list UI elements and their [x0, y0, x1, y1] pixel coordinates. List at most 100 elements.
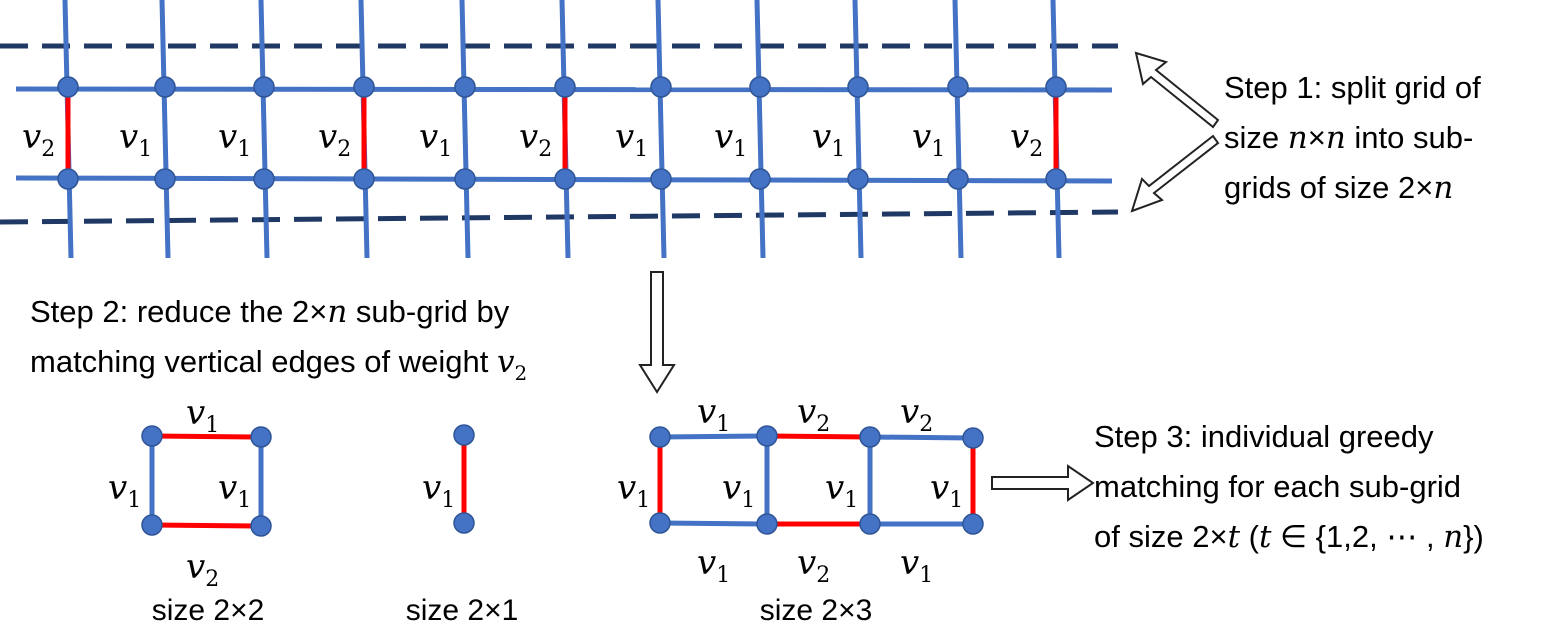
subgrid-2x2-top-edge	[151, 433, 262, 440]
grid-node	[650, 76, 672, 98]
grid-node	[749, 168, 771, 190]
grid-edge-weight: v1	[419, 117, 452, 162]
grid-column-line	[655, 0, 667, 259]
step2-down-arrow	[638, 271, 676, 394]
grid-edge-weight: v2	[1010, 117, 1043, 162]
grid-node	[154, 76, 176, 98]
grid-column-line	[258, 0, 270, 259]
grid-node	[1045, 168, 1067, 190]
subgrid-2x3-vertical-weight: v1	[722, 468, 755, 513]
grid-edge-weight: v1	[218, 117, 251, 162]
top-grid: v2 v1 v1 v2 v1 v2 v1 v1 v1 v1 v2	[0, 0, 1119, 259]
subgrid-2x3-top-weight: v2	[900, 392, 933, 437]
step3-right-arrow	[991, 464, 1095, 502]
subgrid-2x2-node	[250, 426, 272, 448]
subgrid-2x2-node	[141, 425, 163, 447]
subgrid-2x3-top-edge	[766, 433, 871, 440]
subgrid-2x1-caption: size 2×1	[406, 594, 519, 627]
subgrid-2x1: v1 size 2×1	[406, 424, 519, 627]
subgrid-2x3-vertical-weight: v1	[617, 468, 650, 513]
step3-line1: Step 3: individual greedy	[1094, 419, 1434, 454]
subgrid-2x3-vertical-weight: v1	[825, 468, 858, 513]
subgrid-2x3-top-edge	[869, 434, 974, 441]
subgrid-2x2-bottom-weight: v2	[186, 547, 219, 592]
subgrid-2x2-right-weight: v1	[218, 468, 251, 513]
grid-edge-weight: v1	[615, 117, 648, 162]
step3-text: Step 3: individual greedy matching for e…	[1094, 419, 1484, 555]
grid-node	[554, 76, 576, 98]
grid-edge-weight: v1	[119, 117, 152, 162]
grid-node	[154, 168, 176, 190]
grid-column-line	[952, 0, 964, 259]
step1-line1: Step 1: split grid of	[1224, 70, 1481, 105]
grid-edge-weight: v2	[22, 117, 55, 162]
subgrid-2x3-node	[649, 426, 671, 448]
subgrid-2x3-node	[649, 512, 671, 534]
grid-node	[847, 168, 869, 190]
subgrid-2x1-node	[453, 512, 475, 534]
grid-node	[57, 76, 79, 98]
grid-node	[353, 76, 375, 98]
step1-text: Step 1: split grid of size n×n into sub-…	[1224, 70, 1481, 206]
subgrid-2x1-node	[453, 424, 475, 446]
grid-node	[454, 76, 476, 98]
step3-line2: matching for each sub-grid	[1094, 469, 1461, 504]
grid-node	[1045, 76, 1067, 98]
step2-text: Step 2: reduce the 2×n sub-grid by match…	[30, 294, 527, 385]
subgrid-2x3-caption: size 2×3	[760, 594, 873, 627]
grid-edge-weight: v1	[912, 117, 945, 162]
subgrid-2x3-top-edge	[659, 433, 768, 440]
grid-node	[947, 76, 969, 98]
subgrid-2x3-node	[756, 513, 778, 535]
subgrid-2x3-bottom-weight: v1	[697, 543, 730, 588]
subgrid-2x2-left-weight: v1	[108, 468, 141, 513]
grid-node	[454, 168, 476, 190]
step3-line3: of size 2×t (t ∈ {1,2, ⋯ , n})	[1094, 519, 1484, 555]
subgrid-2x3-bottom-weight: v1	[900, 543, 933, 588]
subgrid-2x3-bottom-weight: v2	[797, 543, 830, 588]
subgrid-2x2-caption: size 2×2	[152, 594, 265, 627]
subgrid-2x2-top-weight: v1	[186, 393, 219, 438]
subgrid-2x3-node	[859, 426, 881, 448]
subgrid-2x3-node	[962, 427, 984, 449]
subgrid-2x3-node	[962, 513, 984, 535]
subgrid-2x2-node	[141, 514, 163, 536]
subgrid-2x3-bottom-edge	[659, 520, 768, 527]
step1-arrows	[1130, 51, 1220, 213]
subgrid-2x3-node	[859, 513, 881, 535]
grid-node	[253, 168, 275, 190]
step2-line2: matching vertical edges of weight v2	[30, 344, 527, 385]
subgrid-2x2: v1 v1 v1 v2 size 2×2	[108, 393, 272, 627]
subgrid-2x3-vertical-weight: v1	[930, 468, 963, 513]
subgrid-2x3-top-weight: v1	[697, 392, 730, 437]
grid-node	[554, 168, 576, 190]
grid-node	[847, 76, 869, 98]
lower-split-dashed-line	[0, 209, 1119, 225]
grid-node	[947, 168, 969, 190]
grid-node	[253, 76, 275, 98]
subgrid-2x1-weight: v1	[422, 468, 455, 513]
grid-column-line	[459, 0, 471, 259]
step1-line3: grids of size 2×n	[1224, 170, 1453, 206]
double-arrow-upper	[1134, 51, 1220, 129]
step2-line1: Step 2: reduce the 2×n sub-grid by	[30, 294, 510, 330]
subgrid-2x2-bottom-edge	[151, 522, 262, 529]
subgrid-2x3-top-weight: v2	[797, 392, 830, 437]
step1-line2: size n×n into sub-	[1224, 120, 1473, 156]
grid-edge-weight: v1	[812, 117, 845, 162]
grid-node	[353, 168, 375, 190]
double-arrow-lower	[1130, 134, 1220, 213]
subgrid-2x2-node	[250, 515, 272, 537]
grid-node	[57, 168, 79, 190]
grid-column-line	[852, 0, 864, 259]
grid-column-line	[754, 0, 766, 259]
grid-edge-weight: v2	[519, 117, 552, 162]
subgrid-2x3: v1 v2 v2 v1 v1 v1 v1 v1 v2 v1 size 2×3	[617, 392, 984, 627]
grid-column-line	[159, 0, 171, 259]
grid-node	[650, 168, 672, 190]
grid-edge-weight: v1	[714, 117, 747, 162]
subgrid-2x3-node	[756, 425, 778, 447]
grid-edge-weight: v2	[318, 117, 351, 162]
grid-node	[749, 76, 771, 98]
